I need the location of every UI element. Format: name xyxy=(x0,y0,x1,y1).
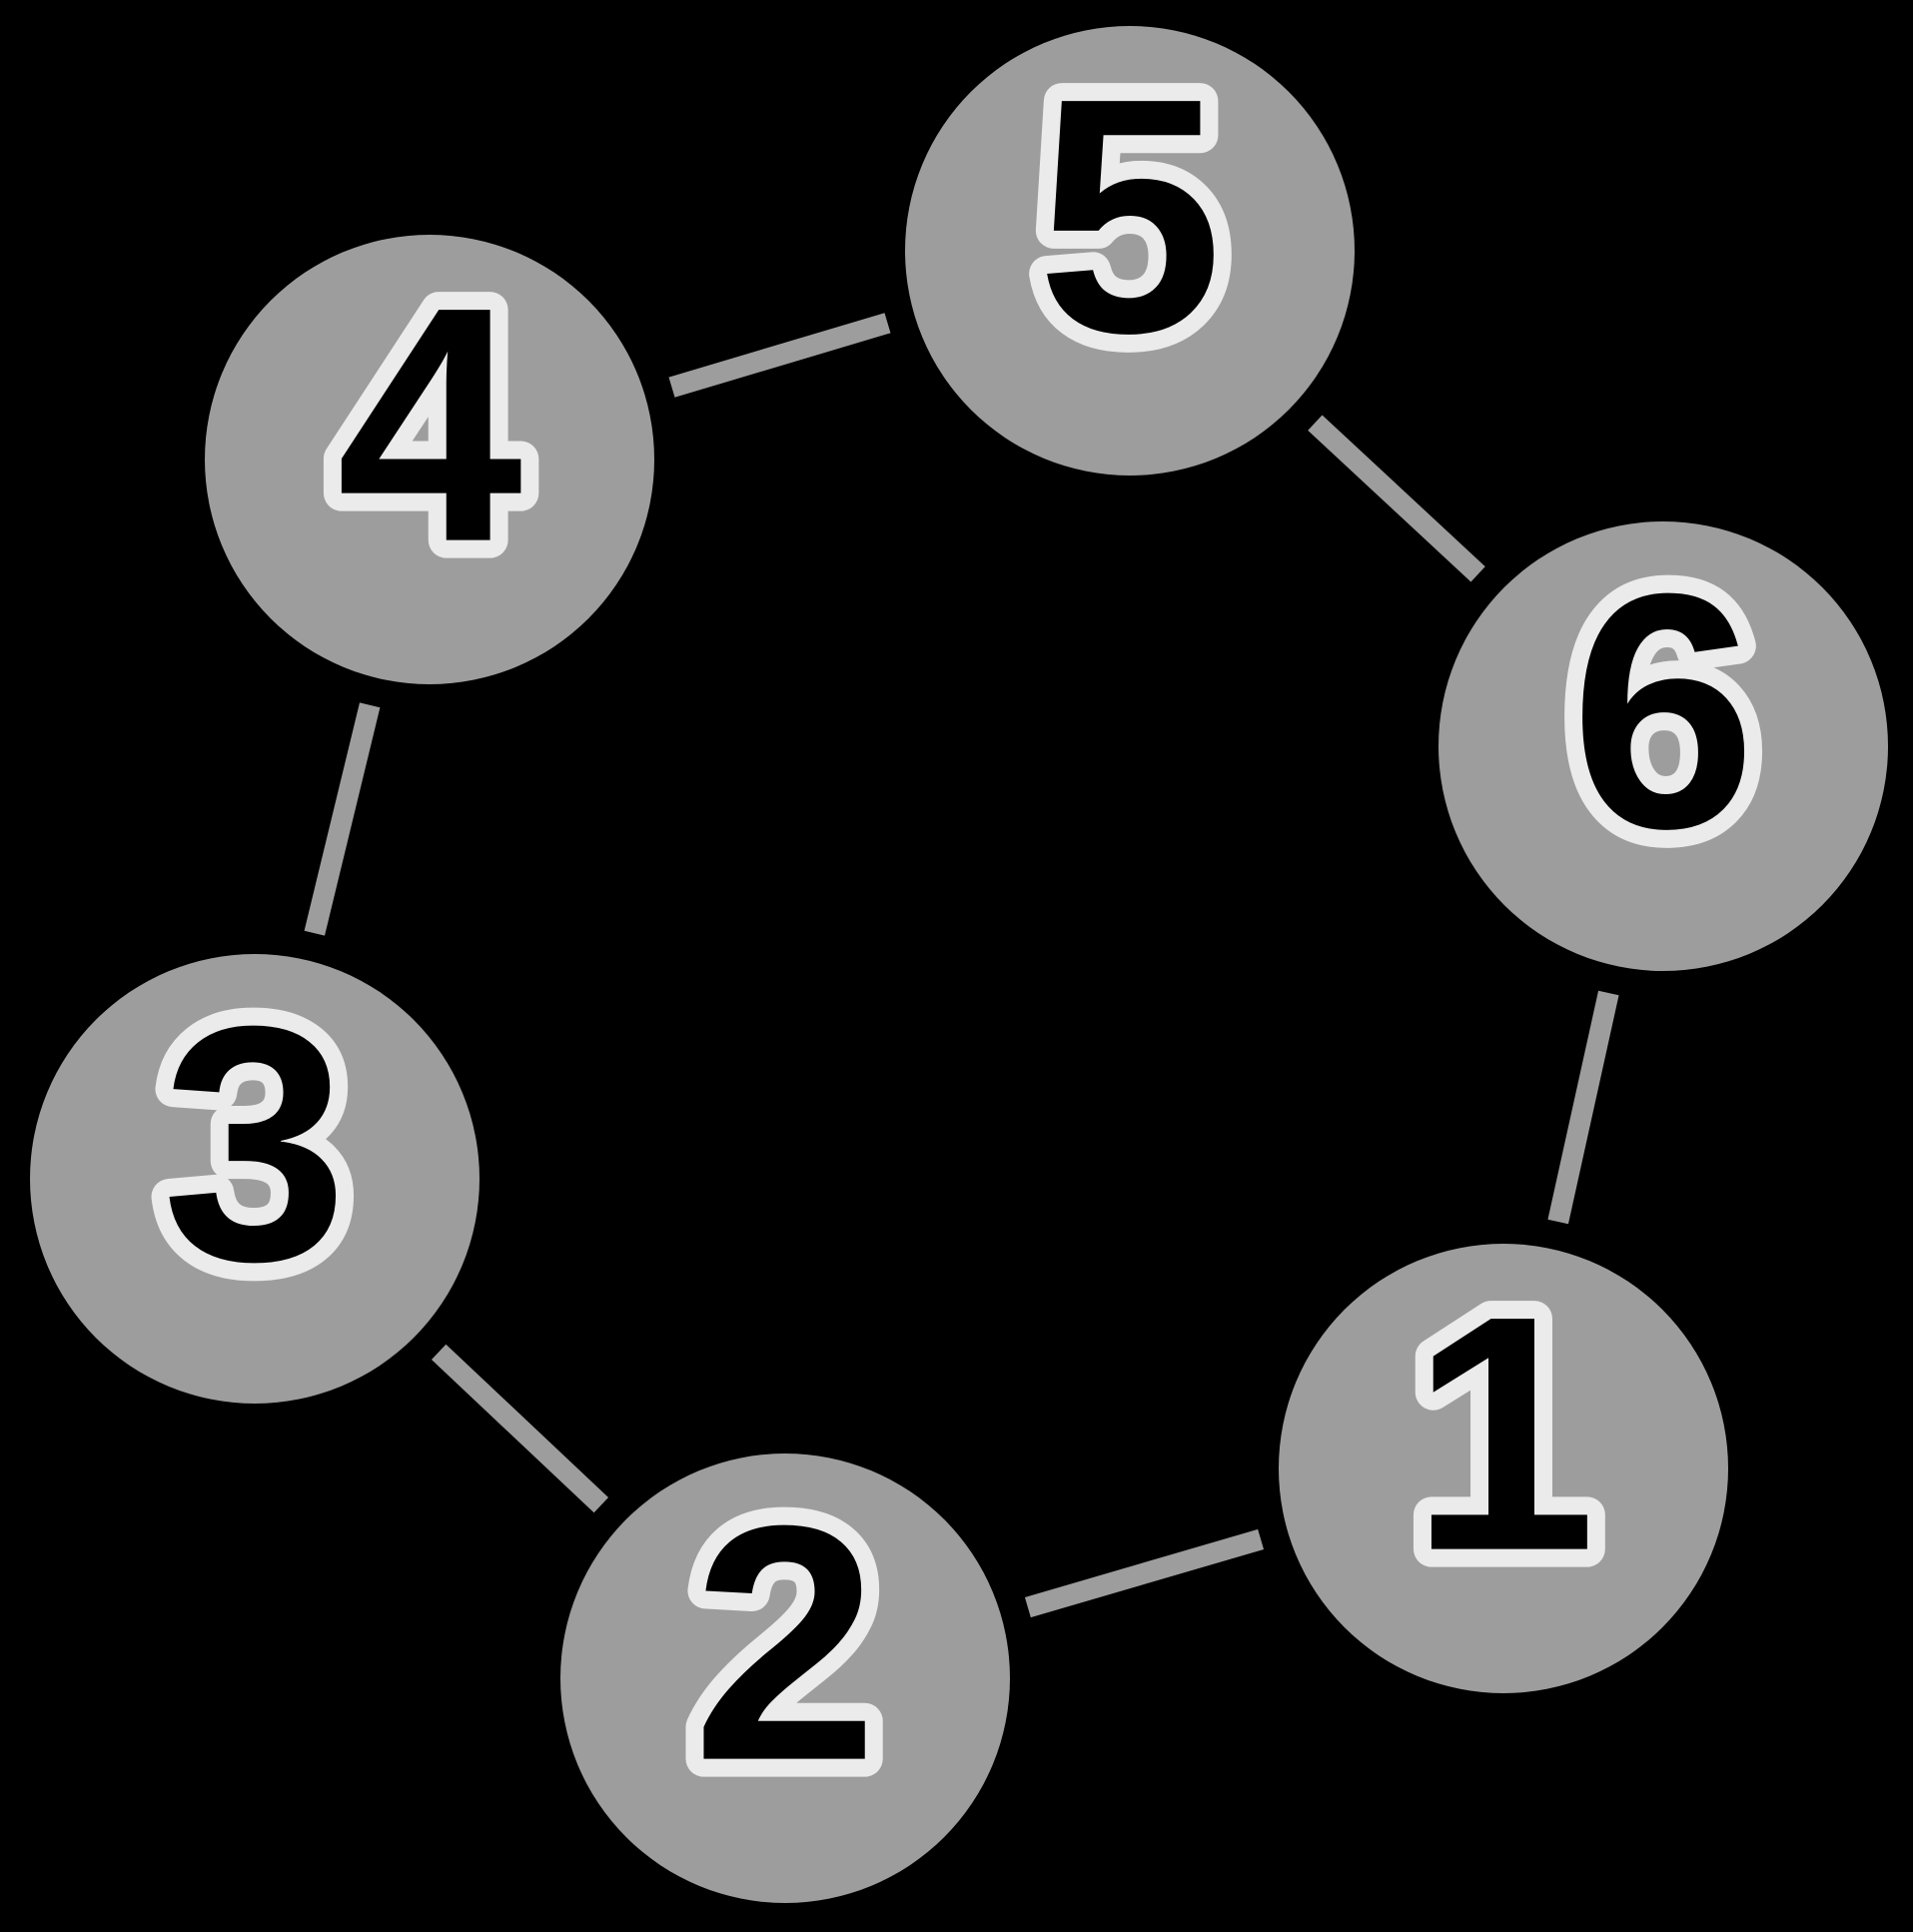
graph-edge-1-2 xyxy=(1024,1528,1265,1618)
graph-node-label-4: 4 xyxy=(337,238,524,611)
graph-node-label-2: 2 xyxy=(692,1456,878,1830)
graph-node-4 xyxy=(205,235,654,684)
graph-edge-6-1 xyxy=(1547,990,1619,1225)
graph-node-label-5: 5 xyxy=(1037,29,1223,403)
graph-node-label-1: 1 xyxy=(1411,1247,1596,1620)
graph-node-2 xyxy=(560,1453,1010,1903)
graph-node-3 xyxy=(30,954,479,1404)
graph-edge-4-5 xyxy=(668,313,891,398)
graph-node-1 xyxy=(1279,1244,1728,1693)
graph-edge-3-4 xyxy=(304,702,381,936)
graph-node-label-6: 6 xyxy=(1570,524,1756,898)
graph-edge-5-6 xyxy=(1308,415,1485,582)
graph-node-6 xyxy=(1438,521,1888,971)
graph-node-label-3: 3 xyxy=(162,957,348,1331)
graph-node-5 xyxy=(905,26,1355,476)
graph-edge-2-3 xyxy=(431,1344,609,1513)
